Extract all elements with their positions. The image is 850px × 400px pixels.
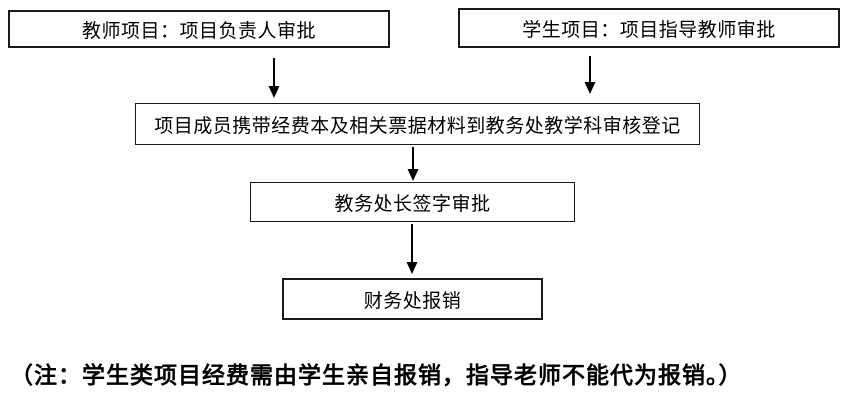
node-finance-label: 财务处报销 bbox=[363, 290, 462, 312]
arrow-down-icon-dean-to-finance bbox=[406, 224, 418, 274]
node-teacher-label: 教师项目：项目负责人审批 bbox=[81, 20, 316, 42]
node-student-label: 学生项目：项目指导教师审批 bbox=[522, 19, 776, 41]
arrow-down-icon-register-to-dean bbox=[407, 147, 419, 181]
node-dean-signature-approval: 教务处长签字审批 bbox=[250, 182, 575, 222]
node-register-label: 项目成员携带经费本及相关票据材料到教务处教学科审核登记 bbox=[154, 115, 681, 137]
footnote: （注：学生类项目经费需由学生亲自报销，指导老师不能代为报销。） bbox=[10, 363, 743, 388]
node-student-project-approval: 学生项目：项目指导教师审批 bbox=[458, 8, 840, 48]
node-register-at-academic-affairs: 项目成员携带经费本及相关票据材料到教务处教学科审核登记 bbox=[135, 103, 700, 145]
node-finance-reimbursement: 财务处报销 bbox=[282, 278, 543, 320]
arrow-down-icon-student-to-register bbox=[584, 56, 596, 94]
node-teacher-project-approval: 教师项目：项目负责人审批 bbox=[8, 10, 390, 48]
arrow-down-icon-teacher-to-register bbox=[268, 58, 280, 98]
node-dean-label: 教务处长签字审批 bbox=[334, 193, 491, 215]
